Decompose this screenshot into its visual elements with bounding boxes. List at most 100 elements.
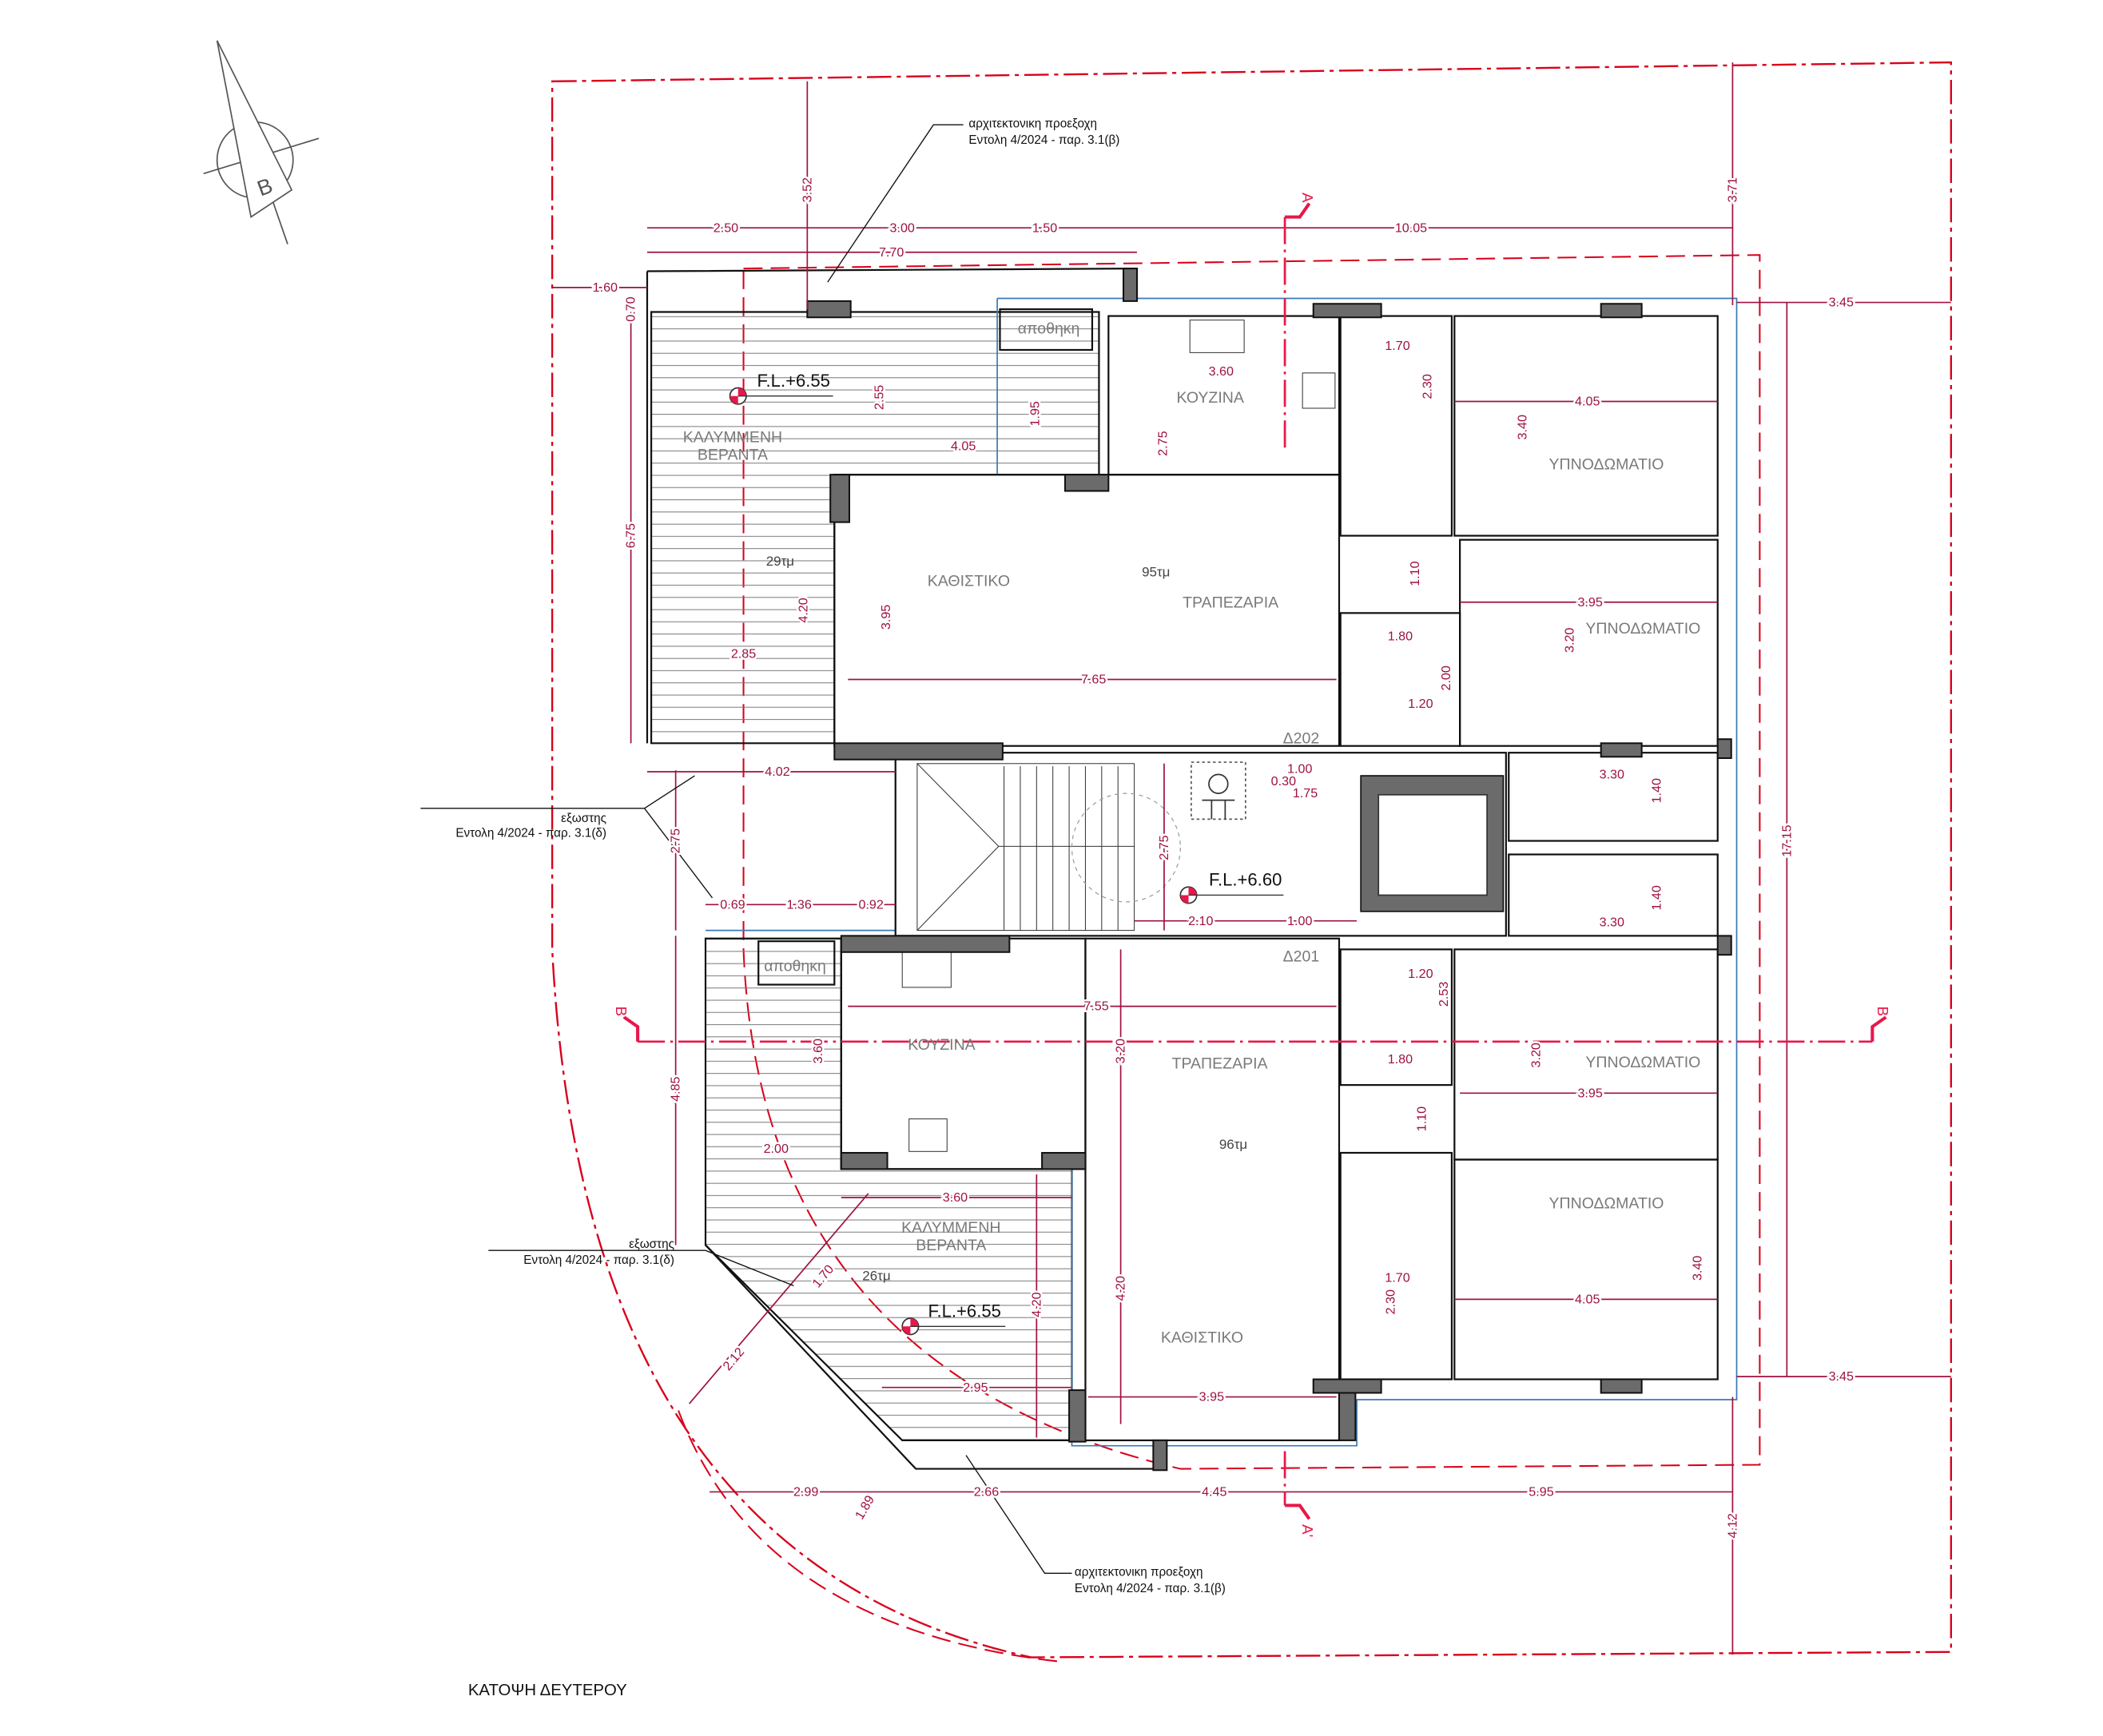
dimension-label: 7.65 bbox=[1081, 673, 1106, 687]
dimension-label: 3.20 bbox=[1563, 628, 1577, 653]
stove-top bbox=[1302, 372, 1336, 409]
room-label: ΤΡΑΠΕΖΑΡΙΑ bbox=[1183, 594, 1278, 612]
dimension-label: 1.80 bbox=[1388, 1052, 1413, 1067]
columns bbox=[806, 268, 1732, 1472]
stair-treads bbox=[916, 763, 1135, 931]
dimension-label: 3.95 bbox=[1577, 595, 1602, 610]
room-label: ΒΕΡΑΝΤΑ bbox=[698, 447, 768, 464]
dimension-label: 4.05 bbox=[951, 439, 976, 454]
room-label: ΚΟΥΖΙΝΑ bbox=[1176, 389, 1243, 407]
dimension-label: 4.05 bbox=[1575, 395, 1600, 409]
projection-note-bottom-2: Εντολη 4/2024 - παρ. 3.1(β) bbox=[1075, 1582, 1226, 1595]
dimension-label: 2.00 bbox=[1439, 665, 1453, 690]
room-label: ΥΠΝΟΔΩΜΑΤΙΟ bbox=[1549, 455, 1664, 473]
room-label: ΚΟΥΖΙΝΑ bbox=[908, 1036, 975, 1054]
dimension-label: 1.70 bbox=[1385, 1270, 1409, 1285]
dimension-label: 2.00 bbox=[764, 1142, 789, 1156]
dimension-label: 1.70 bbox=[1385, 339, 1409, 353]
balcony-note-top-1: εξωστης bbox=[561, 812, 606, 825]
section-label-b: Β bbox=[1874, 1007, 1891, 1016]
room-label: ΚΑΘΙΣΤΙΚΟ bbox=[1161, 1329, 1243, 1347]
dimension-label: 4.02 bbox=[765, 765, 789, 779]
level-marker-icon bbox=[729, 387, 833, 405]
dimension-label: 6.75 bbox=[624, 523, 638, 548]
dimension-label: 1.10 bbox=[1408, 561, 1422, 586]
dimension-label: 2.99 bbox=[793, 1485, 818, 1500]
dimension-label: 0.92 bbox=[858, 897, 883, 912]
setback-arc bbox=[678, 1410, 1059, 1663]
dimension-label: 3.40 bbox=[1515, 415, 1529, 439]
room-label: αποθηκη bbox=[1018, 320, 1080, 338]
annotation-leaders bbox=[420, 124, 1072, 1574]
floor-level-label: F.L.+6.55 bbox=[928, 1301, 1000, 1321]
dimension-label: 2.75 bbox=[669, 828, 683, 853]
dimension-label: 3.71 bbox=[1726, 177, 1740, 202]
dimension-label: 4.12 bbox=[1726, 1513, 1740, 1538]
dimension-label: 2.12 bbox=[720, 1345, 747, 1373]
area-label: 95τμ bbox=[1142, 565, 1170, 580]
dimension-label: 0.30 bbox=[1271, 774, 1296, 789]
sink-bottom bbox=[901, 951, 952, 988]
section-label-a: Α bbox=[1299, 193, 1316, 203]
plot-boundary bbox=[551, 61, 1953, 1659]
envelope-outline bbox=[705, 297, 1738, 1447]
room-label: ΒΕΡΑΝΤΑ bbox=[916, 1237, 986, 1254]
stove-bottom bbox=[908, 1118, 948, 1152]
dimension-label: 2.75 bbox=[1157, 835, 1171, 860]
kitchen-bottom bbox=[840, 937, 1087, 1170]
dimension-label: 3.52 bbox=[800, 177, 814, 202]
dimension-label: 3.60 bbox=[1209, 364, 1234, 379]
turning-circle bbox=[1071, 793, 1181, 903]
dimension-label: 3.30 bbox=[1600, 767, 1624, 781]
dimension-label: 4.45 bbox=[1202, 1485, 1226, 1500]
dimension-lines bbox=[552, 62, 1951, 1655]
dimension-label: 4.05 bbox=[1575, 1292, 1600, 1306]
dimension-label: 1.89 bbox=[853, 1493, 877, 1522]
door-label: Δ202 bbox=[1283, 729, 1320, 747]
dimension-label: 3.60 bbox=[811, 1039, 825, 1063]
dimension-label: 4.20 bbox=[1114, 1276, 1128, 1301]
bedroom-bottom-2 bbox=[1453, 1158, 1719, 1380]
verandah-bottom bbox=[704, 937, 1073, 1442]
room-label: ΤΡΑΠΕΖΑΡΙΑ bbox=[1172, 1055, 1268, 1073]
section-label-a-prime: Α' bbox=[1299, 1524, 1316, 1537]
dimension-label: 10.05 bbox=[1395, 220, 1427, 235]
bath-top-1 bbox=[1339, 315, 1453, 537]
north-arrow-icon bbox=[203, 40, 320, 244]
room-label: ΚΑΛΥΜΜΕΝΗ bbox=[901, 1219, 1000, 1237]
projection-note-bottom-1: αρχιτεκτονικη προεξοχη bbox=[1075, 1566, 1203, 1579]
balcony-note-bottom-2: Εντολη 4/2024 - παρ. 3.1(δ) bbox=[523, 1253, 674, 1267]
verandah-top bbox=[650, 311, 1100, 745]
level-marker-icon bbox=[901, 1317, 1006, 1336]
bath-bottom-1 bbox=[1339, 948, 1453, 1086]
bedroom-top-2 bbox=[1459, 538, 1719, 747]
bath-top-2 bbox=[1339, 612, 1461, 747]
wheelchair-user-icon bbox=[1191, 761, 1246, 820]
dimension-label: 3.95 bbox=[879, 605, 893, 630]
projection-note-top-2: Εντολη 4/2024 - παρ. 3.1(β) bbox=[968, 133, 1119, 147]
room-label: ΥΠΝΟΔΩΜΑΤΙΟ bbox=[1585, 620, 1700, 638]
elevator-cabin bbox=[1377, 793, 1488, 896]
dimension-label: 3.95 bbox=[1199, 1390, 1224, 1404]
dimension-label: 2.30 bbox=[1420, 374, 1434, 399]
section-label-b-prime: Β' bbox=[613, 1007, 630, 1019]
staircase bbox=[916, 763, 1135, 932]
dimension-label: 1.20 bbox=[1408, 967, 1433, 981]
dimension-label: 4.20 bbox=[1029, 1292, 1044, 1317]
stair-core bbox=[894, 752, 1507, 937]
dimension-label: 1.50 bbox=[1032, 220, 1057, 235]
bath-bottom-2 bbox=[1339, 1151, 1453, 1380]
bath-core-1 bbox=[1508, 752, 1719, 842]
dimension-label: 4.85 bbox=[669, 1077, 683, 1102]
dimension-label: 17.15 bbox=[1779, 824, 1794, 856]
dimension-label: 3.20 bbox=[1114, 1039, 1128, 1063]
area-label: 96τμ bbox=[1219, 1137, 1247, 1152]
dimension-label: 1.80 bbox=[1388, 629, 1413, 643]
floor-level-label: F.L.+6.60 bbox=[1209, 870, 1282, 890]
dimension-label: 3.45 bbox=[1829, 1369, 1854, 1384]
dimension-label: 1.75 bbox=[1293, 786, 1318, 800]
dimension-label: 2.75 bbox=[1155, 431, 1170, 455]
dimension-label: 2.50 bbox=[714, 220, 738, 235]
door-label: Δ201 bbox=[1283, 948, 1320, 966]
room-label: ΚΑΛΥΜΜΕΝΗ bbox=[683, 428, 782, 446]
